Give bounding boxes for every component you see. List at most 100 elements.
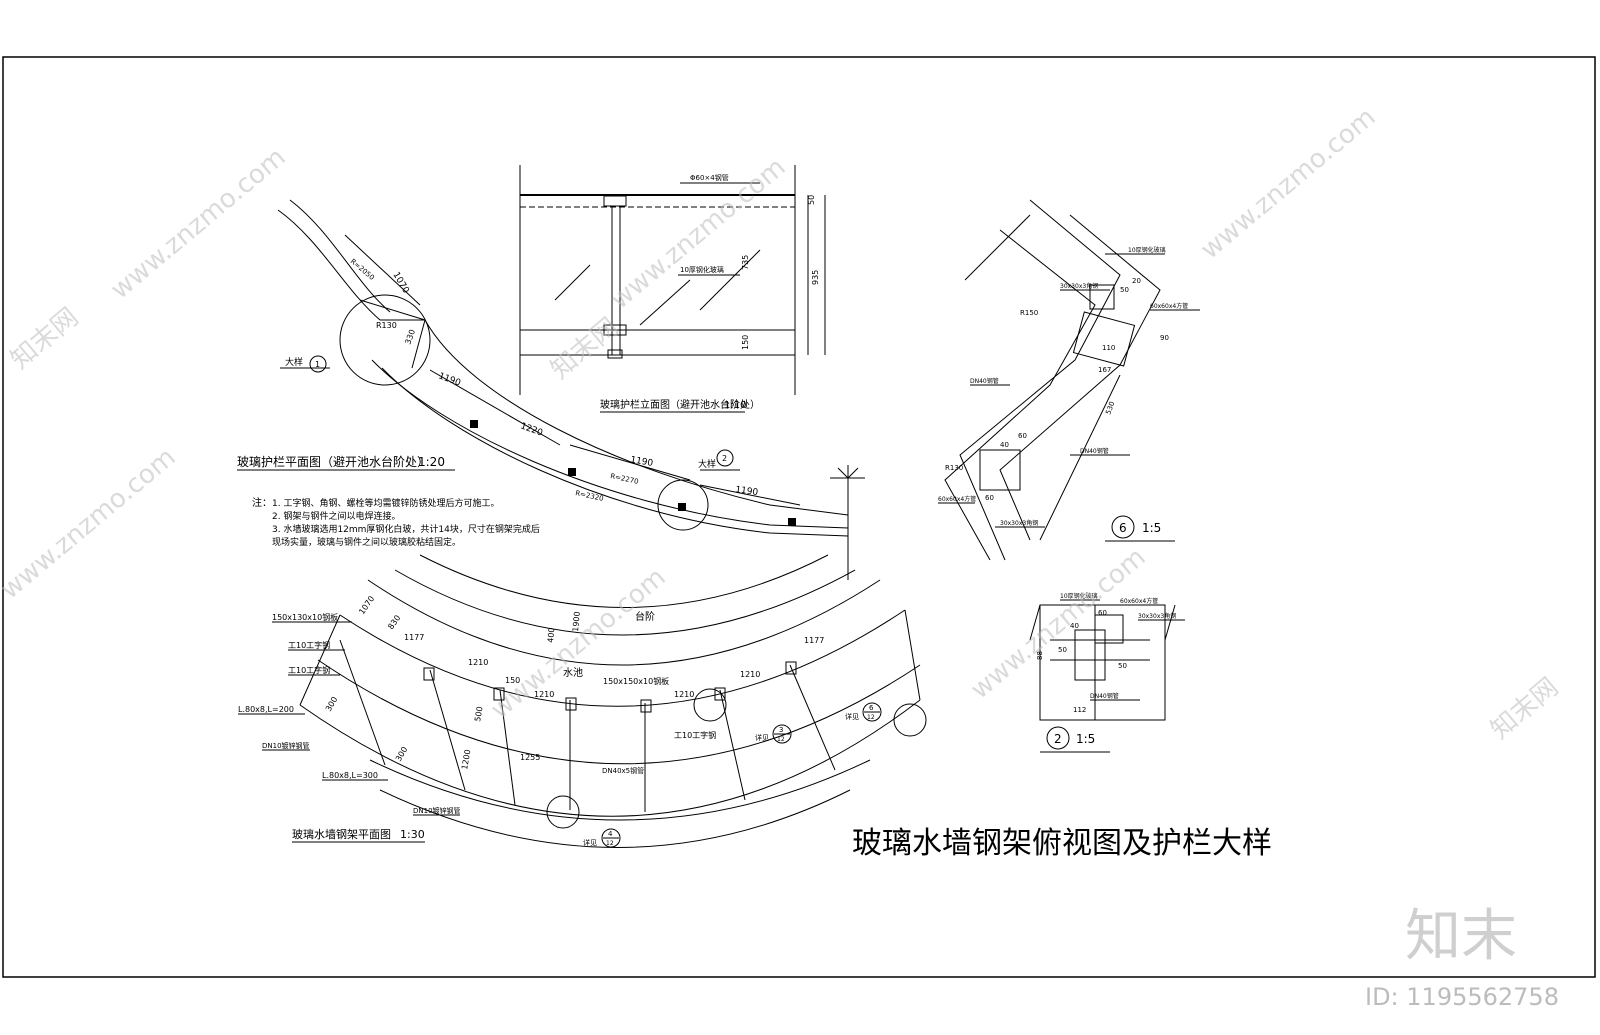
d2-dim-88: 88 (1036, 651, 1044, 660)
callout-6-bubble (862, 702, 882, 722)
railing-elevation-title: 玻璃护栏立面图（避开池水台阶处） (600, 398, 760, 411)
brand-logo: 知末 (1405, 904, 1517, 969)
d6-label-angle-b: 30x30x3角钢 (1000, 519, 1038, 527)
watermark-5: www.znzmo.com (485, 562, 671, 725)
d2-label-tube: 60x60x4方管 (1120, 597, 1158, 605)
note-2: 2. 钢架与钢件之间以电焊连接。 (272, 510, 400, 522)
steel-frame-plan-scale: 1:30 (400, 828, 425, 841)
detail-2-number: 2 (1054, 732, 1062, 746)
elev-dim-935: 935 (811, 270, 820, 285)
elev-dim-735: 735 (741, 255, 750, 270)
sheet-border (2, 56, 1596, 978)
d2-dim-40: 40 (1070, 622, 1079, 630)
d2-dim-50-a: 50 (1058, 646, 1067, 654)
detail-2-bubble (1046, 726, 1070, 750)
frame-detail-circle-a (546, 795, 580, 829)
detail-6-scale: 1:5 (1142, 521, 1161, 535)
callout-1-bubble (309, 355, 327, 373)
d2-label-glass: 10厚钢化玻璃 (1060, 592, 1098, 600)
d6-label-tube-b: 60x60x4方管 (938, 495, 976, 503)
railing-plan-scale: 1:20 (418, 455, 445, 469)
frame-label-plate-130: 150x130x10钢板 (272, 612, 338, 622)
watermark-tag-3: 知末网 (1485, 672, 1564, 745)
d6-dim-167: 167 (1098, 366, 1111, 374)
frame-label-angle-200: L.80x8,L=200 (238, 705, 294, 714)
detail-6-bubble (1111, 515, 1135, 539)
frame-label-dn40: DN40x5钢管 (602, 766, 644, 775)
frame-dim-500: 500 (473, 706, 485, 723)
steel-frame-plan-view: 150x130x10钢板 工10工字钢 工10工字钢 L.80x8,L=200 … (238, 554, 927, 848)
dim-r2270: R=2270 (610, 472, 640, 486)
d6-label-tube-a: 60x60x4方管 (1150, 302, 1188, 310)
callout-4-sheet: 12 (606, 840, 614, 847)
dim-1220: 1220 (519, 421, 544, 438)
watermark-6: www.znzmo.com (965, 542, 1151, 705)
frame-dim-1200: 1200 (460, 749, 472, 771)
d2-dim-112: 112 (1073, 706, 1086, 714)
detail-2-view: 10厚钢化玻璃 60x60x4方管 30x30x3角钢 DN40钢管 60 40… (1029, 592, 1185, 753)
dim-1190-c: 1190 (735, 485, 759, 498)
frame-dim-830: 830 (386, 613, 402, 631)
watermark-4: www.znzmo.com (0, 442, 182, 605)
detail-6-number: 6 (1119, 521, 1127, 535)
callout-3-number: 3 (779, 726, 783, 734)
railing-elevation-scale: 1:10 (724, 400, 746, 411)
frame-dim-300-b: 300 (394, 745, 409, 763)
frame-label-dn10-a: DN10镀锌钢管 (262, 741, 310, 750)
frame-dim-1210-b: 1210 (534, 690, 554, 699)
frame-label-i10-a: 工10工字钢 (288, 640, 330, 650)
d6-label-dn40-a: DN40钢管 (970, 377, 999, 385)
detail-2-scale: 1:5 (1076, 732, 1095, 746)
frame-dim-1070: 1070 (357, 594, 376, 616)
watermark-3: www.znzmo.com (1195, 102, 1381, 265)
callout-3-bubble (772, 724, 792, 744)
d2-dim-60: 60 (1098, 609, 1107, 617)
frame-detail-circle-c (893, 703, 927, 737)
watermark-1: www.znzmo.com (105, 142, 291, 305)
frame-label-i10-c: 工10工字钢 (674, 730, 716, 740)
frame-dim-1255: 1255 (520, 753, 540, 762)
callout-6-sheet: 12 (867, 714, 875, 721)
elev-dim-150: 150 (741, 335, 750, 350)
frame-label-pool: 水池 (563, 666, 583, 679)
notes-block: 注： 1. 工字钢、角钢、螺栓等均需镀锌防锈处理后方可施工。 2. 钢架与钢件之… (252, 496, 540, 548)
d6-dim-110: 110 (1102, 344, 1115, 352)
dim-1190-a: 1190 (437, 371, 462, 388)
frame-dim-1210-d: 1210 (740, 670, 760, 679)
callout-2-number: 2 (722, 454, 727, 463)
dim-r2320: R=2320 (575, 489, 605, 503)
elev-glass-label: 10厚钢化玻璃 (680, 265, 724, 274)
note-4: 现场实量，玻璃与钢件之间以玻璃胶粘结固定。 (272, 536, 461, 548)
dim-330: 330 (403, 328, 417, 345)
d6-dim-50: 50 (1120, 286, 1129, 294)
d2-label-angle: 30x30x3角钢 (1138, 612, 1176, 620)
frame-label-steps: 台阶 (635, 610, 655, 623)
callout-1-number: 1 (315, 360, 320, 369)
frame-dim-1177-l: 1177 (404, 633, 424, 642)
brand-id: ID: 1195562758 (1365, 983, 1559, 1011)
frame-dim-150: 150 (505, 676, 520, 685)
d6-dim-40: 40 (1000, 441, 1009, 449)
callout-4-number: 4 (608, 830, 613, 838)
watermark-layer: www.znzmo.com www.znzmo.com www.znzmo.co… (0, 102, 1564, 745)
frame-dim-1900: 1900 (571, 611, 582, 632)
frame-detail-circle-b (693, 688, 727, 722)
callout-6-text: 详见 (845, 712, 859, 721)
steel-frame-plan-title: 玻璃水墙钢架平面图 (292, 827, 391, 841)
d6-label-dn40-b: DN40钢管 (1080, 447, 1109, 455)
elev-pipe-label: Φ60×4钢管 (690, 173, 729, 182)
d6-dim-r130: R130 (945, 464, 963, 472)
dim-1190-b: 1190 (629, 455, 654, 469)
frame-dim-1210-c: 1210 (674, 690, 694, 699)
note-3: 3. 水墙玻璃选用12mm厚钢化白玻，共计14块，尺寸在钢架完成后 (272, 523, 540, 535)
frame-label-angle-300: L.80x8,L=300 (322, 771, 378, 780)
d6-dim-90: 90 (1160, 334, 1169, 342)
dim-1070-plan: 1070 (390, 271, 410, 296)
callout-2-text: 大样 (698, 458, 716, 470)
callout-6-number: 6 (869, 704, 874, 712)
d6-dim-60-b: 60 (985, 494, 994, 502)
watermark-tag-1: 知末网 (5, 302, 84, 375)
callout-2-bubble (716, 449, 734, 467)
note-1: 1. 工字钢、角钢、螺栓等均需镀锌防锈处理后方可施工。 (272, 497, 499, 509)
